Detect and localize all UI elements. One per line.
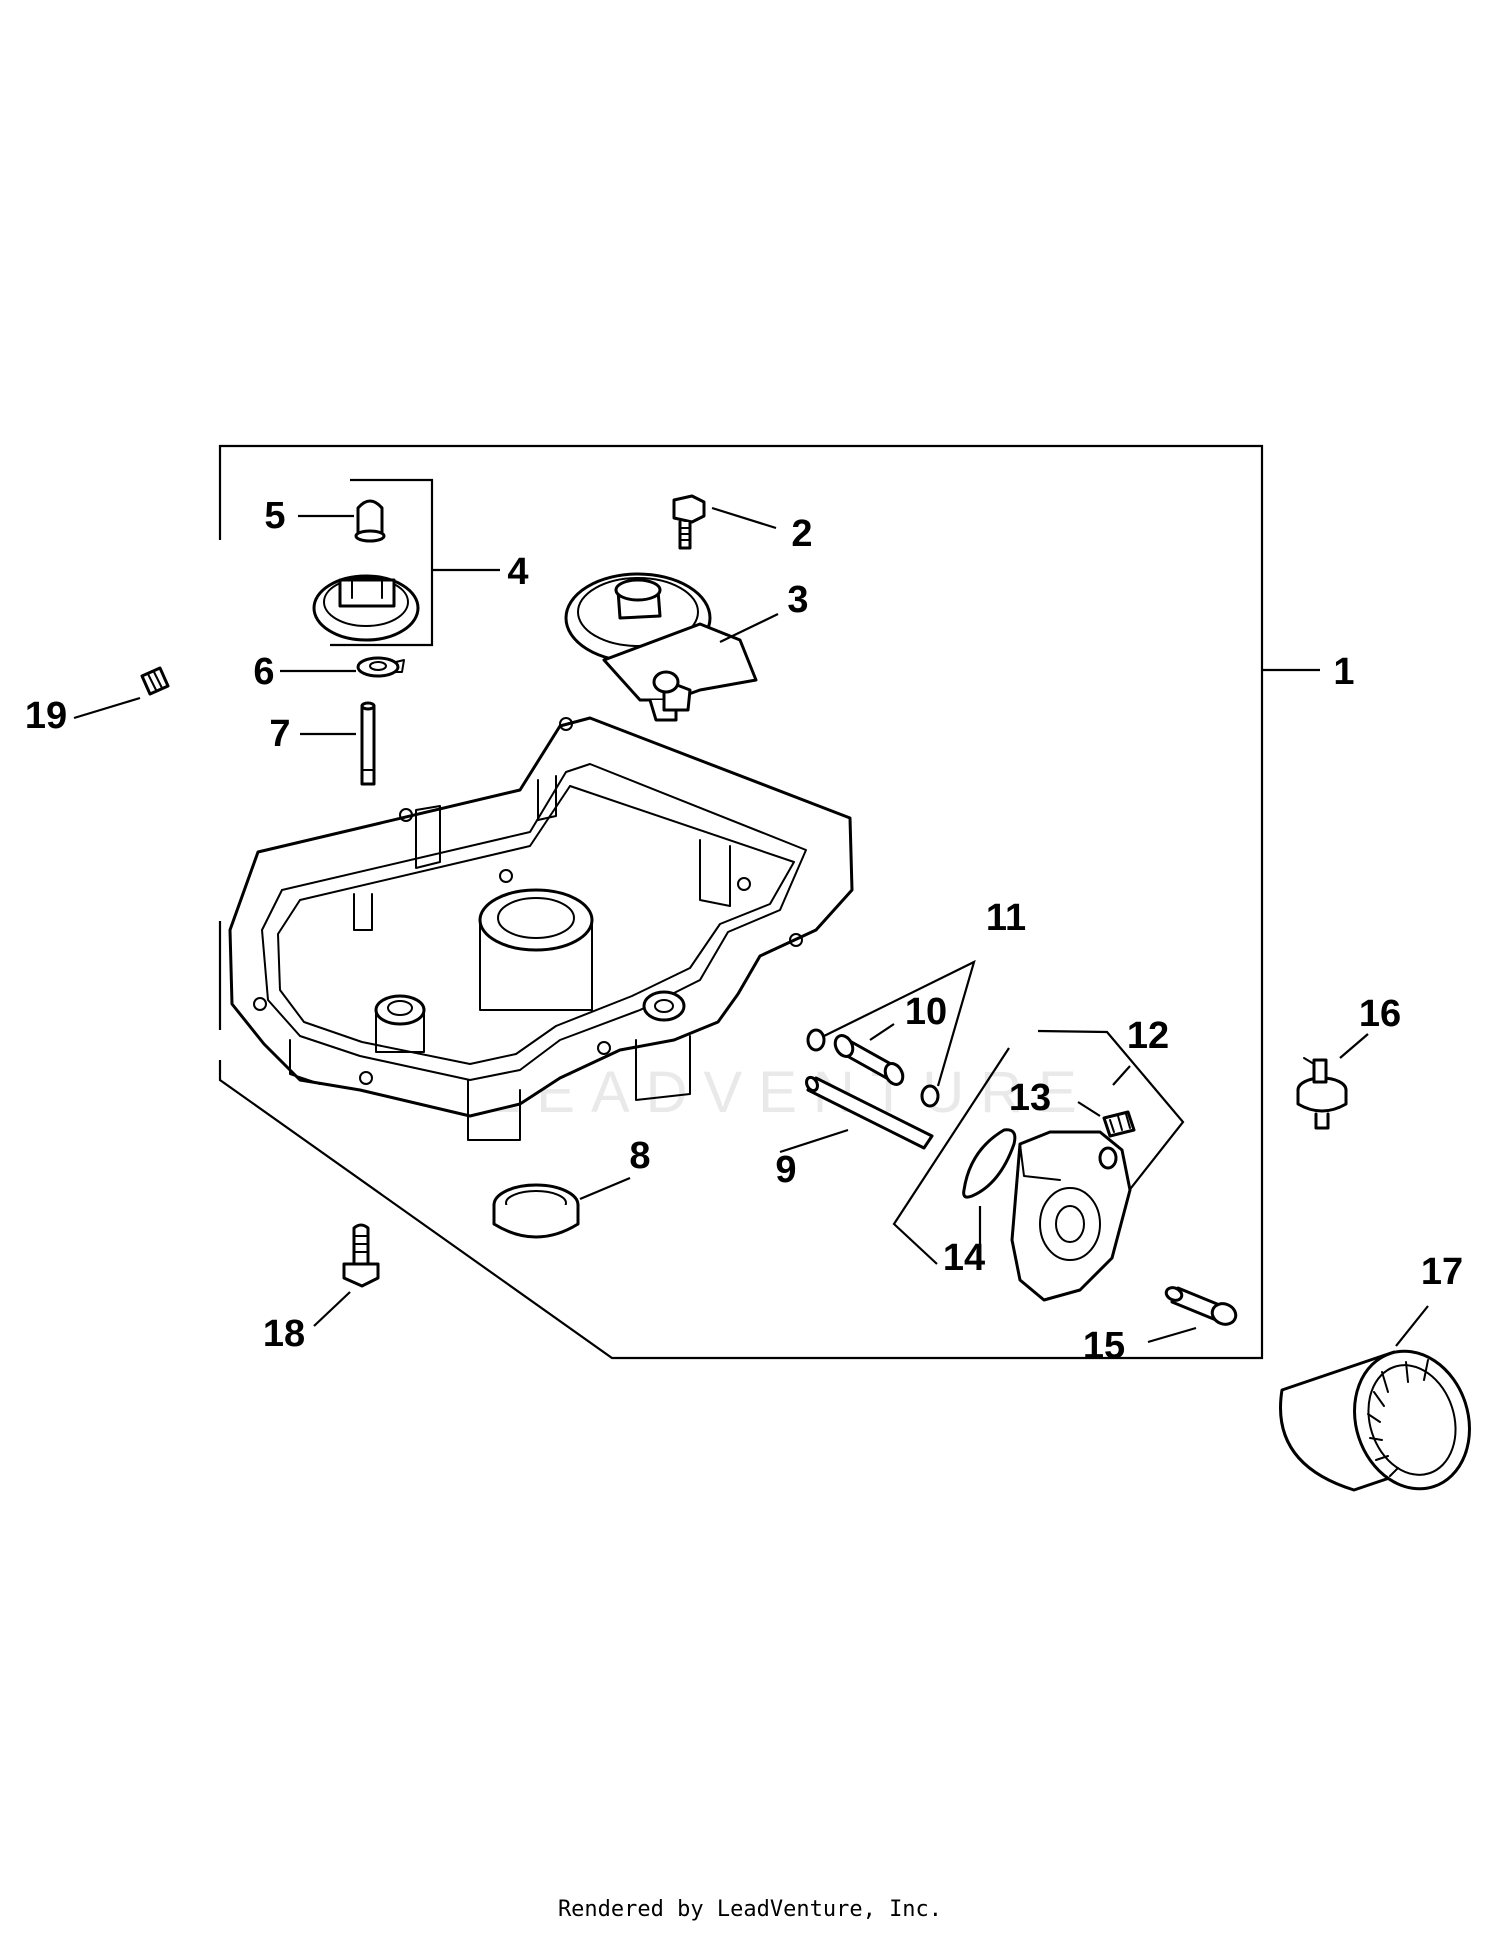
callout-4: 4	[507, 551, 528, 593]
footer-credit: Rendered by LeadVenture, Inc.	[557, 1897, 943, 1922]
leader-lines	[73, 506, 1429, 1347]
callout-10: 10	[905, 991, 947, 1033]
callout-17: 17	[1421, 1251, 1463, 1293]
callout-7: 7	[269, 713, 290, 755]
callout-19: 19	[25, 695, 67, 737]
o-ring-11-right	[920, 1084, 940, 1108]
callout-14: 14	[943, 1237, 985, 1279]
pipe-10	[833, 1034, 905, 1086]
oil-filter-17	[1279, 1349, 1471, 1492]
callout-5: 5	[264, 495, 285, 537]
oil-pump-12	[1010, 1130, 1132, 1302]
callout-18: 18	[263, 1313, 305, 1355]
screw-15	[1164, 1286, 1238, 1326]
callout-11: 11	[986, 897, 1026, 939]
callout-16: 16	[1359, 993, 1401, 1035]
watermark-text: LEADVENTURE	[488, 1060, 1093, 1125]
callout-12: 12	[1127, 1015, 1169, 1057]
callout-9: 9	[775, 1149, 796, 1191]
oil-pressure-switch-16	[1296, 1057, 1348, 1130]
plug-13	[1102, 1110, 1136, 1138]
callout-13: 13	[1009, 1077, 1051, 1119]
set-screw-19	[140, 666, 170, 696]
pin-5	[354, 499, 386, 543]
gear-subassembly-frame	[330, 478, 434, 647]
tube-9	[805, 1075, 934, 1150]
oil-seal-8	[492, 1183, 580, 1239]
bolt-18	[342, 1223, 380, 1288]
gasket-14	[962, 1128, 1017, 1199]
callout-8: 8	[629, 1135, 650, 1177]
o-ring-11-left	[806, 1028, 826, 1052]
bolt-2	[672, 494, 706, 550]
callout-1: 1	[1333, 651, 1354, 693]
callout-6: 6	[253, 651, 274, 693]
callout-2: 2	[791, 513, 812, 555]
callout-3: 3	[787, 579, 808, 621]
shaft-7	[360, 701, 376, 786]
callout-15: 15	[1083, 1325, 1125, 1367]
oil-pump-gear-3	[564, 572, 758, 722]
governor-gear-4	[312, 574, 420, 642]
oil-pan	[228, 716, 854, 1141]
washer-6	[356, 656, 405, 678]
assembly-frame	[218, 444, 1264, 1360]
